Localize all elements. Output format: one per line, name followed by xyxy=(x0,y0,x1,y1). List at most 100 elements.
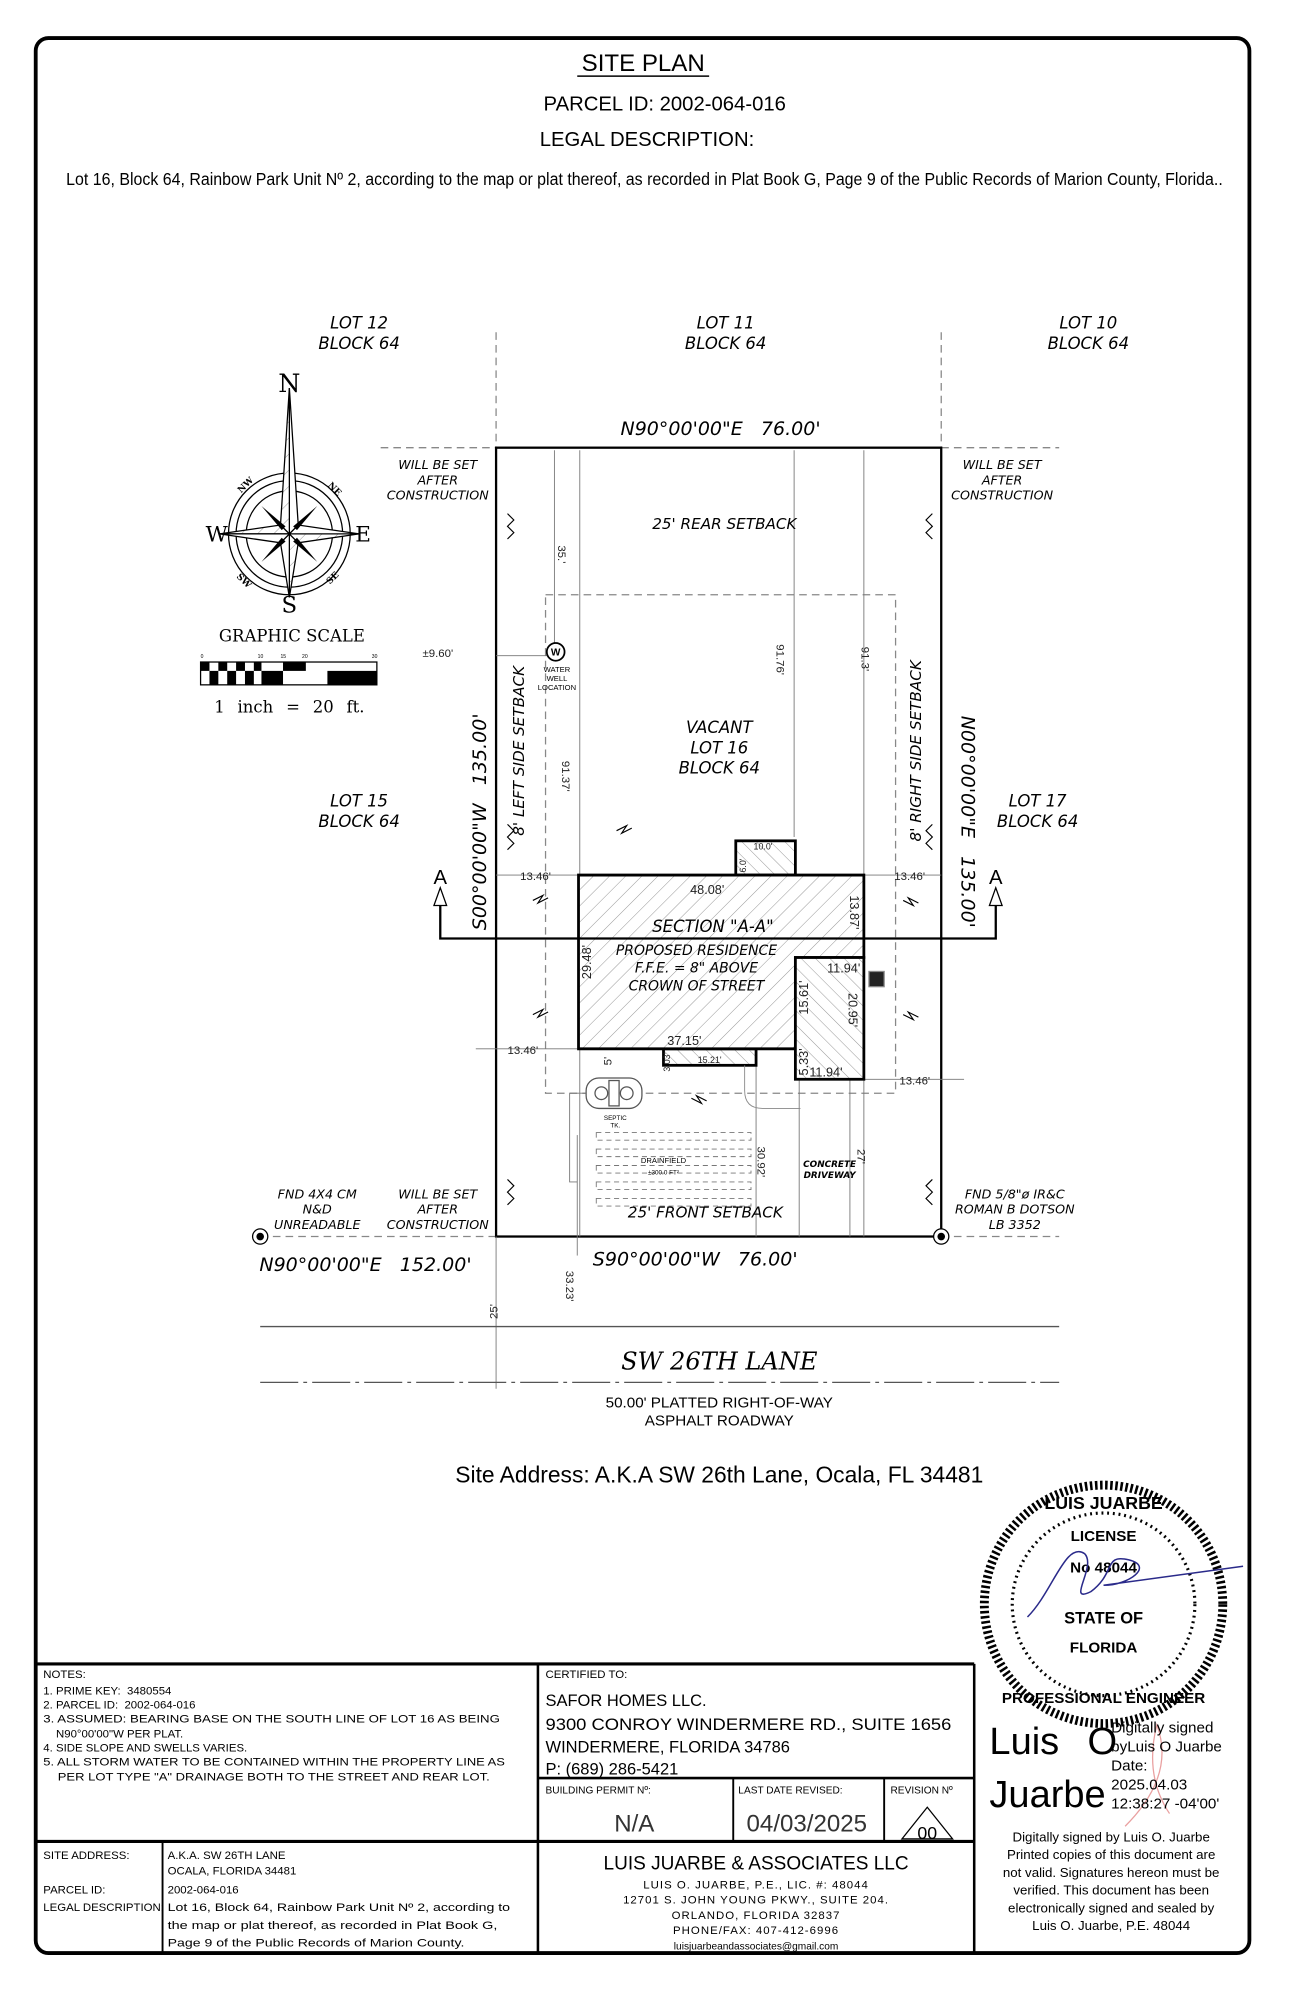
right-of-way: 50.00' PLATTED RIGHT-OF-WAY xyxy=(606,1395,833,1412)
compass-se: SE xyxy=(325,570,342,587)
compass-s: S xyxy=(282,593,298,619)
dim-91-3: 91.3' xyxy=(858,647,870,671)
dim-29-48: 29.48' xyxy=(580,945,594,979)
septic-label-1: SEPTIC xyxy=(604,1115,627,1122)
site-legal-line-3: Page 9 of the Public Records of Marion C… xyxy=(168,1938,465,1950)
building-dimensions: 48.08' 13.87' 29.48' 37.15' 11.94' 11.94… xyxy=(423,545,931,1319)
lot-10-block: BLOCK 64 xyxy=(1048,334,1129,353)
site-address-label: SITE ADDRESS: xyxy=(43,1850,129,1862)
compass-e: E xyxy=(355,523,371,548)
will-be-set-bl-3: CONSTRUCTION xyxy=(387,1217,489,1232)
fnd-left-2: N&D xyxy=(303,1202,332,1217)
site-parcel-label: PARCEL ID: xyxy=(43,1884,105,1896)
legal-description: Lot 16, Block 64, Rainbow Park Unit Nº 2… xyxy=(66,169,1223,189)
lot-15-block: BLOCK 64 xyxy=(318,812,399,831)
east-bearing: N00°00'00"E 135.00' xyxy=(957,716,979,928)
note-3: 3. ASSUMED: BEARING BASE ON THE SOUTH LI… xyxy=(43,1713,500,1725)
fnd-right-1: FND 5/8"ø IR&C xyxy=(965,1186,1065,1201)
scale-tick-30: 30 xyxy=(372,654,378,660)
north-arrow-compass-icon: N S E W NW NE SW SE xyxy=(206,368,371,619)
site-info-box: SITE ADDRESS: A.K.A. SW 26TH LANE OCALA,… xyxy=(43,1850,510,1950)
dim-septic-5: 5' xyxy=(602,1057,614,1066)
will-be-set-tr-2: AFTER xyxy=(981,472,1023,487)
dim-48-08: 48.08' xyxy=(690,883,724,897)
sig-meta-3: Date: xyxy=(1111,1757,1147,1774)
well-offset: ±9.60' xyxy=(423,648,454,660)
lot-10-label: LOT 10 xyxy=(1059,313,1117,332)
dim-13-46-ul: 13.46' xyxy=(520,871,551,883)
will-be-set-bl-1: WILL BE SET xyxy=(398,1186,478,1201)
lot-17-block: BLOCK 64 xyxy=(997,812,1078,831)
certified-line-2: 9300 CONROY WINDERMERE RD., SUITE 1656 xyxy=(546,1716,952,1734)
site-parcel-value: 2002-064-016 xyxy=(168,1884,239,1896)
drainfield: DRAINFIELD ±300.0 FT² xyxy=(569,1092,752,1256)
scale-tick-10: 10 xyxy=(258,654,264,660)
page-title: SITE PLAN xyxy=(582,50,705,77)
seal-florida: FLORIDA xyxy=(1070,1640,1138,1657)
section-mark-left: A xyxy=(434,867,448,889)
note-5: 5. ALL STORM WATER TO BE CONTAINED WITHI… xyxy=(43,1756,505,1768)
west-bearing: S00°00'00"W 135.00' xyxy=(469,713,491,930)
tie-bearing: N90°00'00"E 152.00' xyxy=(259,1254,471,1276)
permit-value: N/A xyxy=(614,1810,655,1837)
firm-line-1: LUIS O. JUARBE, P.E., LIC. #: 48044 xyxy=(643,1879,869,1891)
will-be-set-tr-3: CONSTRUCTION xyxy=(951,488,1053,503)
scale-ratio: 1 inch = 20 ft. xyxy=(214,698,364,717)
site-legal-line-1: Lot 16, Block 64, Rainbow Park Unit Nº 2… xyxy=(168,1902,510,1914)
proposed-residence xyxy=(577,839,885,1081)
driveway-label-2: DRIVEWAY xyxy=(804,1171,858,1181)
certified-line-3: WINDERMERE, FLORIDA 34786 xyxy=(546,1739,790,1757)
lot-11-label: LOT 11 xyxy=(697,313,755,332)
lot-15-label: LOT 15 xyxy=(330,792,388,811)
fnd-left-1: FND 4X4 CM xyxy=(278,1186,357,1201)
dim-well-35: 35.' xyxy=(555,545,567,563)
disclaimer-3: not valid. Signatures hereon must be xyxy=(1003,1865,1220,1880)
scale-tick-15: 15 xyxy=(280,654,286,660)
dim-3-03: 3.03' xyxy=(662,1052,672,1071)
firm-email[interactable]: luisjuarbeandassociates@gmail.com xyxy=(674,1941,838,1952)
fnd-right-2: ROMAN B DOTSON xyxy=(955,1202,1075,1217)
dim-33-23: 33.23' xyxy=(563,1271,575,1302)
certified-box: CERTIFIED TO: SAFOR HOMES LLC. 9300 CONR… xyxy=(546,1669,953,1843)
will-be-set-tl-3: CONSTRUCTION xyxy=(387,488,489,503)
right-setback-label: 8' RIGHT SIDE SETBACK xyxy=(907,659,925,841)
dim-road-25: 25' xyxy=(488,1304,500,1319)
dim-13-46-lr: 13.46' xyxy=(899,1075,930,1087)
rear-setback-label: 25' REAR SETBACK xyxy=(652,515,797,533)
septic-tank-icon: SEPTIC TK. xyxy=(585,1077,643,1129)
section-line-a-a: A A SECTION "A-A" xyxy=(433,867,1004,940)
revision-value: 00 xyxy=(917,1823,937,1843)
firm-box: LUIS JUARBE & ASSOCIATES LLC LUIS O. JUA… xyxy=(604,1853,909,1952)
site-address: Site Address: A.K.A SW 26th Lane, Ocala,… xyxy=(455,1462,983,1488)
revision-triangle-icon xyxy=(900,1806,954,1840)
digital-signature: Luis O Juarbe Digitally signed byLuis O … xyxy=(989,1719,1221,1933)
driveway-label-1: CONCRETE xyxy=(803,1160,856,1170)
site-legal-line-2: the map or plat thereof, as recorded in … xyxy=(168,1920,498,1932)
driveway-outline xyxy=(744,1065,801,1109)
signer-name-1: Luis O xyxy=(989,1721,1117,1763)
note-1: 1. PRIME KEY: 3480554 xyxy=(43,1685,172,1697)
dim-13-46-ll: 13.46' xyxy=(507,1045,538,1057)
disclaimer-5: electronically signed and sealed by xyxy=(1008,1900,1215,1915)
section-mark-right: A xyxy=(989,867,1003,889)
dim-11-94-top: 11.94' xyxy=(827,962,860,976)
water-well-icon: W xyxy=(545,642,566,662)
lot-16-label: VACANT xyxy=(686,718,754,737)
dim-15-21: 15.21' xyxy=(698,1055,722,1065)
bearings: N90°00'00"E 76.00' S90°00'00"W 76.00' S0… xyxy=(259,418,978,1276)
dim-10-0: 10.0' xyxy=(754,842,773,852)
sig-meta-5: 12:38:27 -04'00' xyxy=(1111,1795,1219,1812)
compass-sw: SW xyxy=(234,572,253,591)
ac-unit-icon xyxy=(868,970,885,988)
drainfield-label-2: ±300.0 FT² xyxy=(648,1169,679,1176)
dim-37-15: 37.15' xyxy=(667,1034,701,1048)
lot-12-label: LOT 12 xyxy=(330,313,388,332)
firm-name: LUIS JUARBE & ASSOCIATES LLC xyxy=(604,1853,909,1874)
firm-line-4: PHONE/FAX: 407-412-6996 xyxy=(673,1925,839,1937)
sig-meta-2: byLuis O Juarbe xyxy=(1111,1738,1222,1755)
lot-17-label: LOT 17 xyxy=(1009,792,1067,811)
well-label-3: LOCATION xyxy=(538,683,576,692)
drainage-arrows-icon xyxy=(506,513,934,1206)
plan-annotations: WILL BE SET AFTER CONSTRUCTION WILL BE S… xyxy=(274,457,1075,1232)
